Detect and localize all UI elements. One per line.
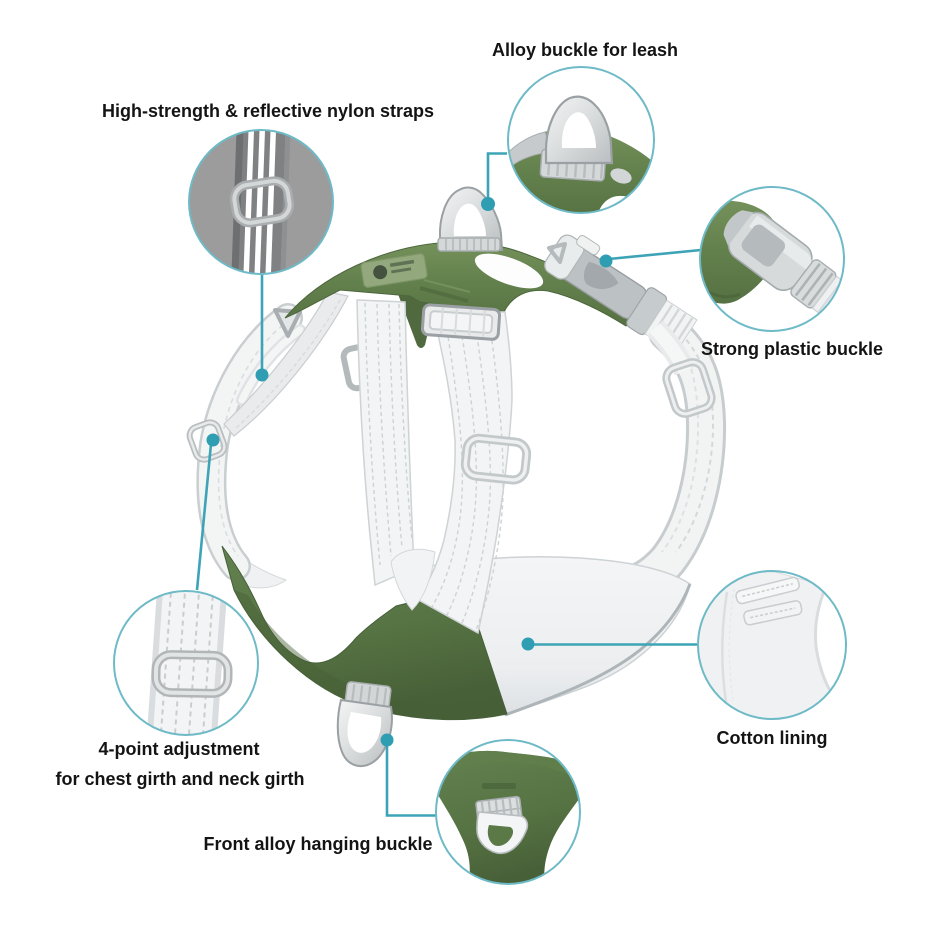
svg-text:Cotton lining: Cotton lining <box>717 728 828 748</box>
svg-text:Front alloy hanging buckle: Front alloy hanging buckle <box>203 834 432 854</box>
svg-text:Strong plastic buckle: Strong plastic buckle <box>701 339 883 359</box>
svg-text:for chest girth and neck girth: for chest girth and neck girth <box>55 769 304 789</box>
svg-text:Alloy buckle for leash: Alloy buckle for leash <box>492 40 678 60</box>
svg-text:4-point adjustment: 4-point adjustment <box>99 739 260 759</box>
svg-text:High-strength & reflective nyl: High-strength & reflective nylon straps <box>102 101 434 121</box>
